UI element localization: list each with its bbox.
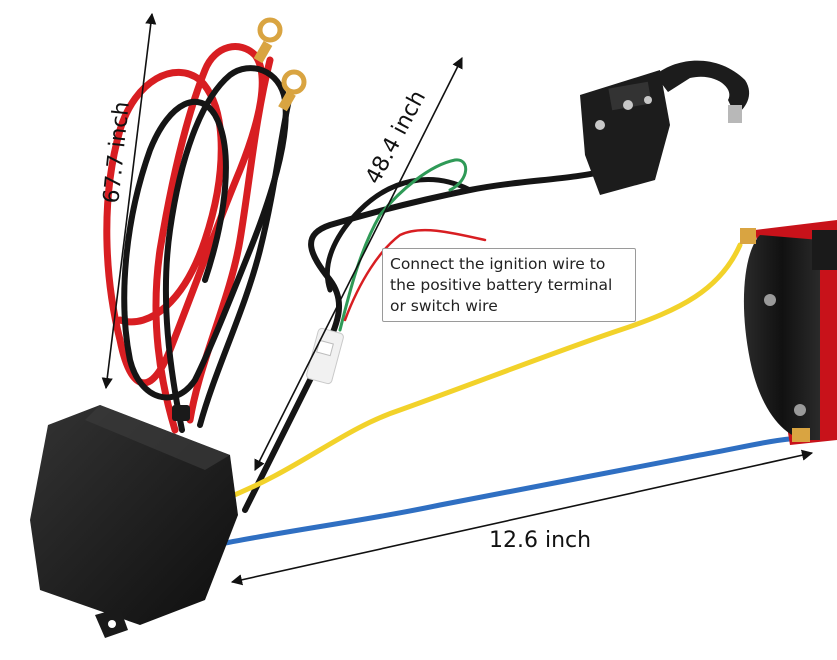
switch-cable xyxy=(242,158,613,513)
callout-line-1: Connect the ignition wire to xyxy=(390,255,606,273)
ignition-callout: Connect the ignition wire to the positiv… xyxy=(382,248,636,322)
black-cable-loop xyxy=(121,65,289,433)
cable-gland xyxy=(172,405,190,421)
dim-label-12-6: 12.6 inch xyxy=(489,528,592,553)
dim-arrow-67-7 xyxy=(101,12,157,390)
dim-arrow-12-6 xyxy=(230,449,814,586)
control-box xyxy=(30,405,238,638)
ring-terminal-red xyxy=(253,17,283,64)
callout-line-2: the positive battery terminal xyxy=(390,276,613,294)
handlebar-clamp xyxy=(655,60,750,115)
winch-motor xyxy=(740,220,837,445)
callout-line-3: or switch wire xyxy=(390,297,498,315)
dim-arrow-48-4 xyxy=(254,56,463,472)
handheld-switch xyxy=(580,60,750,195)
